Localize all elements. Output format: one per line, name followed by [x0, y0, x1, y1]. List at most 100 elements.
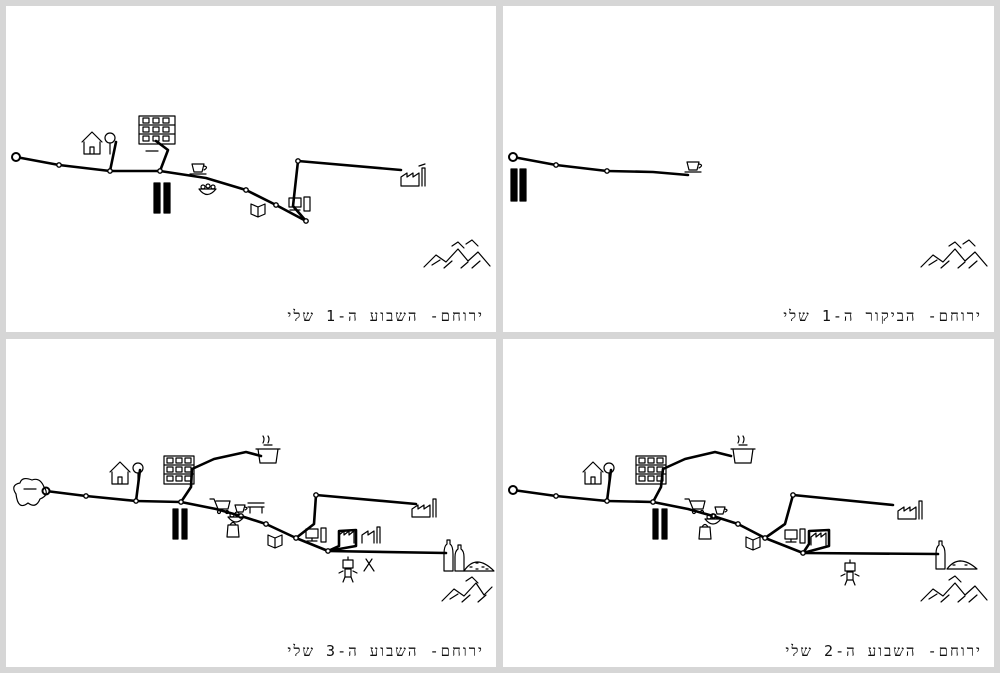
shopping-bag-icon	[699, 525, 711, 540]
computer-icon	[289, 197, 310, 211]
coffee-cup-icon	[190, 164, 207, 174]
caption: ירוחם- הביקור ה-1 שלי	[783, 307, 982, 325]
branch-factory	[293, 161, 401, 221]
coffee-cup-icon	[685, 162, 702, 172]
food-bowl-icon	[228, 512, 244, 522]
tree-icon	[105, 133, 115, 154]
branch-factory	[765, 495, 893, 538]
route-node	[158, 169, 162, 173]
route-node	[244, 188, 248, 192]
route-node	[736, 522, 740, 526]
bench-icon	[248, 503, 264, 513]
factory-icon	[412, 499, 436, 517]
house-icon	[583, 462, 603, 484]
start-point	[12, 153, 20, 161]
robot-icon	[339, 557, 357, 582]
robot-icon	[841, 560, 859, 585]
route-node	[57, 163, 61, 167]
tower-icon	[154, 183, 170, 213]
panel-week-1: ירוחם- השבוע ה-1 שלי	[6, 6, 496, 332]
tree-icon	[133, 463, 143, 484]
shopping-cart-icon	[685, 499, 705, 514]
book-icon	[251, 204, 265, 217]
coffee-cup-icon	[235, 505, 247, 512]
factory-icon	[339, 531, 354, 543]
caption: ירוחם- השבוע ה-3 שלי	[287, 642, 484, 660]
route-node	[605, 499, 609, 503]
branch-dorm	[156, 141, 168, 171]
route-node	[801, 551, 805, 555]
main-route	[513, 490, 938, 554]
branch-home	[136, 470, 140, 501]
branch-home	[110, 142, 116, 171]
mountains-icon	[921, 576, 987, 602]
tower-icon	[511, 169, 526, 201]
branch-pot	[653, 452, 731, 502]
main-route	[16, 157, 306, 221]
factory-icon	[898, 501, 922, 519]
branch-home	[607, 470, 611, 501]
main-route	[513, 157, 688, 175]
bottles-icon	[936, 541, 945, 569]
panel-week-2: ירוחם- השבוע ה-2 שלי	[503, 339, 994, 667]
bottles-icon	[444, 540, 464, 571]
shopping-bag-icon	[227, 523, 239, 538]
route-node	[274, 203, 278, 207]
computer-icon	[785, 529, 805, 543]
caption: ירוחם- השבוע ה-1 שלי	[287, 307, 484, 325]
cloud-icon	[14, 479, 47, 506]
book-icon	[746, 537, 760, 550]
food-bowl-icon	[705, 514, 721, 524]
tools-icon	[364, 559, 374, 571]
sand-pile-icon	[947, 561, 977, 569]
route-node	[179, 500, 183, 504]
route-node	[554, 494, 558, 498]
route-node	[326, 549, 330, 553]
tower-icon	[173, 509, 187, 539]
route-node	[791, 493, 795, 497]
mountains-icon	[424, 240, 490, 268]
route-node	[134, 499, 138, 503]
dorm-building-icon	[636, 456, 666, 484]
route-node	[605, 169, 609, 173]
factory-icon	[401, 164, 425, 186]
tower-icon	[653, 509, 667, 539]
route-node	[314, 493, 318, 497]
mountains-icon	[442, 577, 492, 602]
computer-icon	[306, 528, 326, 542]
branch-loop	[328, 530, 356, 551]
house-icon	[82, 132, 102, 154]
shopping-cart-icon	[210, 499, 230, 514]
panel-week-3: ירוחם- השבוע ה-3 שלי	[6, 339, 496, 667]
route-node	[294, 536, 298, 540]
branch-factory	[296, 495, 416, 538]
dorm-building-icon	[139, 116, 175, 151]
route-map-visit-1	[503, 6, 994, 332]
route-node	[304, 219, 308, 223]
food-bowl-icon	[199, 184, 216, 195]
panel-visit-1: ירוחם- הביקור ה-1 שלי	[503, 6, 994, 332]
factory-icon	[811, 533, 826, 545]
cooking-pot-icon	[731, 436, 755, 463]
route-node	[108, 169, 112, 173]
route-map-week-2	[503, 339, 994, 667]
dorm-building-icon	[164, 456, 194, 484]
house-icon	[110, 462, 130, 484]
mountains-icon	[921, 240, 987, 268]
route-node	[763, 536, 767, 540]
sand-pile-icon	[464, 562, 494, 571]
route-map-week-1	[6, 6, 496, 332]
branch-loop	[803, 530, 829, 553]
route-node	[296, 159, 300, 163]
tree-icon	[604, 463, 614, 484]
branch-pot	[181, 452, 261, 502]
cooking-pot-icon	[256, 436, 280, 463]
route-node	[554, 163, 558, 167]
coffee-cup-icon	[715, 507, 727, 514]
start-point	[509, 486, 517, 494]
route-node	[651, 500, 655, 504]
route-node	[84, 494, 88, 498]
caption: ירוחם- השבוע ה-2 שלי	[785, 642, 982, 660]
start-point	[509, 153, 517, 161]
book-icon	[268, 535, 282, 548]
